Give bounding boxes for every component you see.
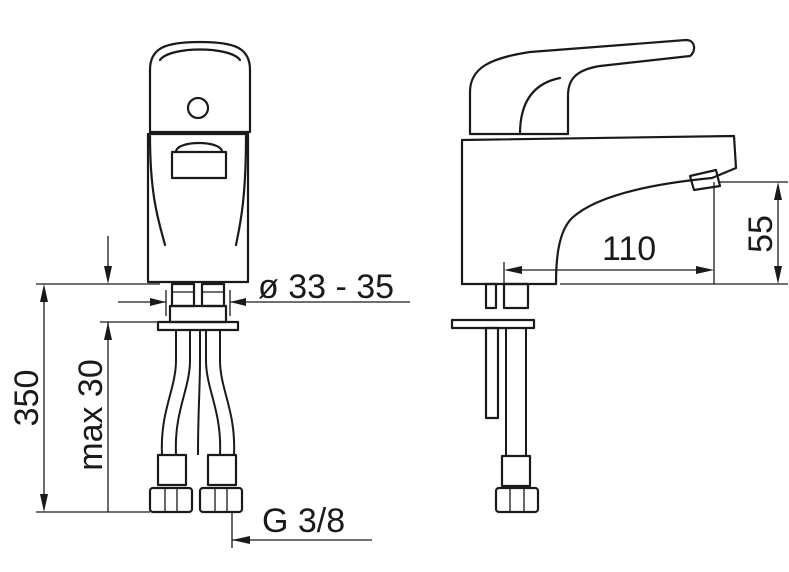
front-lever-handle [148,40,252,134]
front-nut-right [198,486,244,514]
dim-max30-label: max 30 [72,359,110,471]
side-rod [484,326,500,420]
front-lever-cap [158,48,242,62]
dim-110-arrow-right [696,266,714,274]
dim-thread-arrow [232,536,250,544]
side-rod-top [484,282,498,310]
front-hose-left [160,330,191,456]
dim-55-arrow-top [774,182,782,200]
dim-350-arrow-bottom [40,494,48,512]
dim-thread-label: G 3/8 [262,502,345,540]
side-lever-inner [518,76,562,136]
front-mounting-nut [168,304,228,324]
dim-diameter-label: ø 33 - 35 [258,268,394,306]
dim-55-label: 55 [742,215,780,253]
front-connector-right [200,282,226,308]
front-fitting-left [156,453,188,487]
dim-55-arrow-bottom [774,266,782,284]
dim-110-label: 110 [602,230,656,268]
dim-350-arrow-top [40,284,48,302]
front-dimensions: 350 max 30 ø 33 - 35 G 3/8 [8,236,410,548]
front-indicator-button [186,96,210,120]
front-aerator-top [174,142,224,154]
front-fitting-right [206,453,238,487]
front-body-shading [148,134,167,247]
side-view [450,38,738,514]
side-aerator [688,168,722,192]
dim-max30-arrow-bottom [104,322,112,340]
side-nut [494,486,540,514]
front-body-shading-right [234,134,248,247]
side-dimensions: 110 55 [503,181,788,285]
dim-110-arrow-left [504,266,522,274]
front-mounting-plate [156,320,240,332]
side-mounting-plate [450,318,536,330]
front-hose-right [205,330,236,456]
front-hose-center [197,330,201,456]
side-connector [502,282,530,310]
dim-max30-arrow-top [104,266,112,284]
dim-diameter-arrow-left [150,298,166,306]
side-fitting [500,454,532,488]
front-connector-left [170,282,196,308]
front-view [146,40,252,514]
dim-350-label: 350 [8,370,46,427]
front-aerator [170,150,228,180]
front-nut-left [148,486,194,514]
front-body [146,132,250,284]
dim-diameter-arrow-right [230,298,246,306]
side-lever [468,38,696,136]
side-body-spout [460,134,738,286]
